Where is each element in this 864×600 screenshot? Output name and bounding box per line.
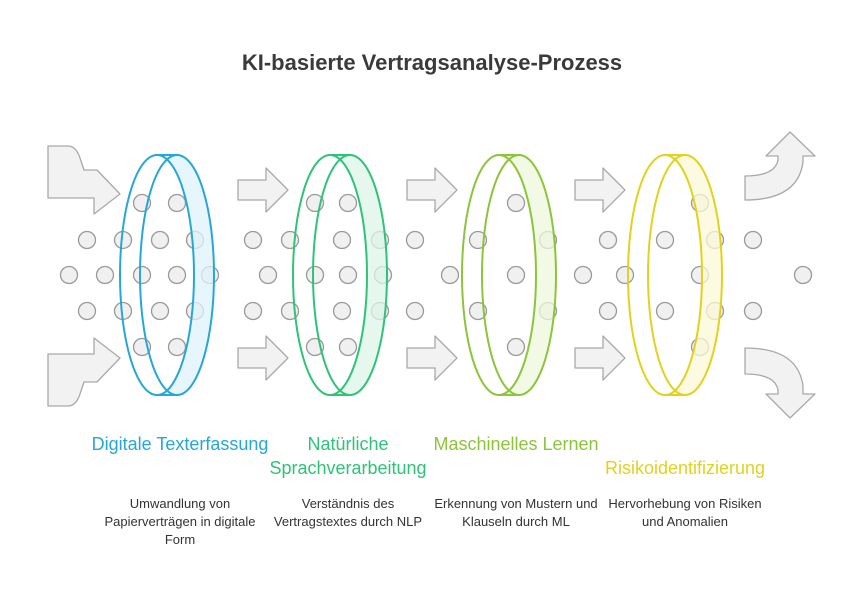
particle-dot	[743, 230, 763, 250]
particle-dot	[573, 265, 593, 285]
particle-dot	[332, 230, 352, 250]
right-arrow-icon	[406, 167, 458, 213]
right-arrow-icon	[237, 335, 289, 381]
right-arrow-icon	[574, 167, 626, 213]
particle-dot	[167, 265, 187, 285]
stage-title-maschinelles-lernen: Maschinelles Lernen	[433, 434, 599, 454]
stage-desc-texterfassung: Umwandlung von Papierverträgen in digita…	[104, 496, 256, 547]
particle-dot	[332, 301, 352, 321]
particle-dot	[77, 230, 97, 250]
curved-arrow-icon	[744, 347, 816, 419]
particle-dot	[167, 337, 187, 357]
curved-arrow-icon	[744, 131, 816, 201]
ring-risikoidentifizierung	[627, 154, 723, 396]
right-arrow-icon	[574, 335, 626, 381]
right-arrow-icon	[406, 335, 458, 381]
diagram-title: KI-basierte Vertragsanalyse-Prozess	[241, 50, 623, 75]
particle-dot	[150, 301, 170, 321]
particle-dot	[405, 301, 425, 321]
particle-dot	[132, 265, 152, 285]
particle-dot	[150, 230, 170, 250]
particle-dot	[743, 301, 763, 321]
ring-maschinelles-lernen	[461, 154, 557, 396]
ring-texterfassung	[119, 154, 215, 396]
stage-desc-sprachverarbeitung: Verständnis des Vertragstextes durch NLP	[273, 496, 423, 529]
particle-dot	[167, 193, 187, 213]
right-arrow-icon	[237, 167, 289, 213]
particle-dot	[440, 265, 460, 285]
ring-sprachverarbeitung	[292, 154, 388, 396]
particle-dot	[59, 265, 79, 285]
particle-dot	[243, 230, 263, 250]
particle-dot	[243, 301, 263, 321]
curved-arrow-icon	[47, 337, 121, 407]
particle-dot	[405, 230, 425, 250]
particle-dot	[615, 265, 635, 285]
particle-dot	[598, 230, 618, 250]
particle-dot	[655, 230, 675, 250]
particle-dot	[338, 265, 358, 285]
particle-dot	[338, 193, 358, 213]
particle-dot	[506, 265, 526, 285]
particle-dot	[95, 265, 115, 285]
stage-title-sprachverarbeitung: Natürliche Sprachverarbeitung	[269, 434, 427, 478]
particle-dot	[506, 337, 526, 357]
particle-dot	[338, 337, 358, 357]
stage-title-texterfassung: Digitale Texterfassung	[91, 434, 269, 454]
stage-title-risikoidentifizierung: Risikoidentifizierung	[604, 458, 766, 478]
particle-dot	[258, 265, 278, 285]
stage-desc-maschinelles-lernen: Erkennung von Mustern und Klauseln durch…	[434, 496, 598, 529]
particle-dot	[598, 301, 618, 321]
particle-dot	[305, 265, 325, 285]
particle-dot	[793, 265, 813, 285]
particle-dot	[77, 301, 97, 321]
curved-arrow-icon	[47, 145, 121, 215]
particle-dot	[506, 193, 526, 213]
stage-desc-risikoidentifizierung: Hervorhebung von Risiken und Anomalien	[608, 496, 762, 529]
particle-dot	[655, 301, 675, 321]
